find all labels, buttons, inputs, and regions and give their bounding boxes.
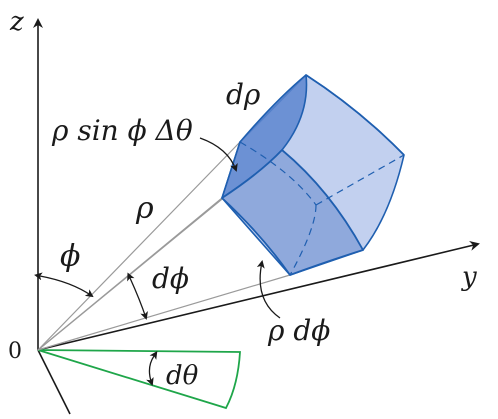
d-phi-angle-arc bbox=[127, 272, 148, 320]
ray-to-bottom-corner bbox=[37, 274, 291, 351]
rho-d-phi-label: ρ dϕ bbox=[267, 314, 330, 347]
d-theta-label: dθ bbox=[166, 361, 199, 391]
rho-label: ρ bbox=[135, 191, 154, 226]
x-axis bbox=[37, 349, 71, 415]
solid-front-face bbox=[221, 149, 364, 276]
rho-d-phi-leader bbox=[256, 260, 281, 319]
d-theta-angle-arc bbox=[146, 351, 158, 386]
solid-top-edge bbox=[305, 74, 405, 156]
d-theta-wedge bbox=[37, 349, 241, 410]
z-axis-label: z bbox=[9, 7, 24, 37]
ray-to-top-corner bbox=[37, 141, 241, 351]
d-rho-label: dρ bbox=[226, 78, 261, 111]
phi-angle-arc bbox=[34, 272, 94, 298]
y-axis bbox=[37, 241, 480, 351]
rho-sin-phi-delta-theta-label: ρ sin ϕ Δθ bbox=[51, 114, 193, 147]
y-axis-label: y bbox=[461, 262, 477, 292]
origin-label: 0 bbox=[8, 339, 22, 364]
rho-sin-phi-leader bbox=[199, 137, 238, 172]
hidden-edge-1 bbox=[239, 141, 317, 206]
d-phi-label: dϕ bbox=[152, 262, 189, 295]
phi-label: ϕ bbox=[60, 239, 80, 274]
hidden-edge-3 bbox=[289, 204, 317, 276]
hidden-edge-2 bbox=[315, 154, 405, 206]
